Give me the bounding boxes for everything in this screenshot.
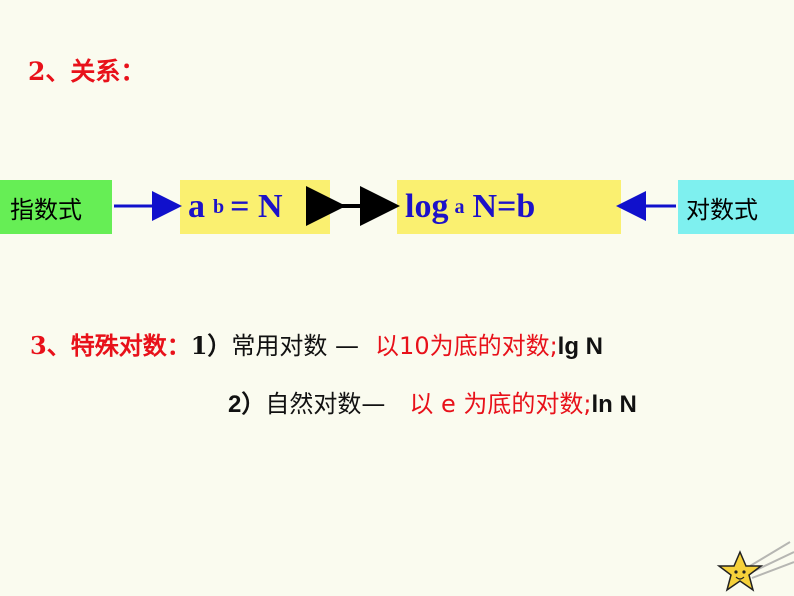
item2-description: 以 e 为底的对数; <box>409 390 592 418</box>
star-icon <box>716 541 794 592</box>
item2-name: 自然对数— <box>265 390 386 418</box>
logarithm-formula: log a N=b <box>397 180 621 234</box>
log-word: log <box>405 188 449 225</box>
logarithm-form-label-text: 对数式 <box>686 195 758 224</box>
item1-name: 常用对数 — <box>231 332 360 360</box>
log-result: N=b <box>472 188 536 225</box>
logarithm-form-label: 对数式 <box>678 180 794 234</box>
item1-number: 1） <box>190 331 232 360</box>
section-heading-relation: 2、关系： <box>28 57 146 86</box>
special-logarithms-line-1: 3、特殊对数： 1） 常用对数 — 以10为底的对数; lg N <box>30 326 603 361</box>
exponential-base: a <box>188 188 205 225</box>
exponential-formula: a b = N <box>180 180 330 234</box>
exponential-result: = N <box>230 188 283 225</box>
item2-symbol: ln N <box>591 391 637 418</box>
exponential-form-label-text: 指数式 <box>10 195 82 224</box>
item1-description: 以10为底的对数; <box>375 332 558 360</box>
exponential-form-label: 指数式 <box>0 180 112 234</box>
special-logarithms-line-2: 2） 自然对数— 以 e 为底的对数; ln N <box>228 384 637 419</box>
log-base: a <box>454 195 465 218</box>
item2-number: 2） <box>228 391 266 418</box>
exponential-power: b <box>213 195 225 218</box>
item1-symbol: lg N <box>557 333 603 360</box>
special-logarithms-title: 3、特殊对数： <box>30 331 191 360</box>
